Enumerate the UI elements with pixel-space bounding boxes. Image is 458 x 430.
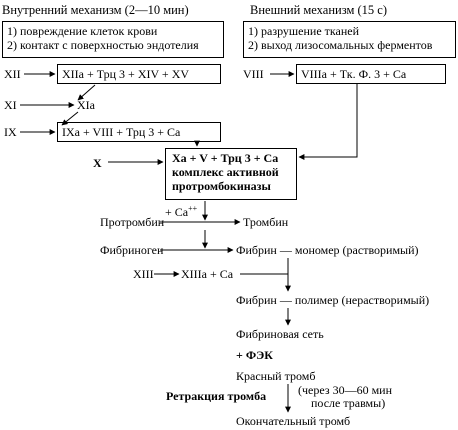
factor-ix: IX (4, 125, 17, 139)
calcium-ion: + Ca++ (165, 202, 197, 219)
factor-xia: XIa (77, 98, 95, 112)
thrombin: Тромбин (243, 215, 289, 229)
prothrombinase-label-1: комплекс активной (172, 165, 279, 179)
factor-viia-complex-box: VIIIa + Тк. Ф. 3 + Ca (296, 64, 446, 84)
factor-vii: VIII (243, 67, 264, 81)
intrinsic-title: Внутренний механизм (2—10 мин) (2, 3, 189, 17)
factor-xi: XI (4, 98, 17, 112)
factor-xiii: XIII (133, 267, 154, 281)
fibrin-net: Фибриновая сеть (236, 327, 324, 341)
factor-ixa-complex-box: IXa + VIII + Трц 3 + Ca (57, 122, 221, 142)
extrinsic-causes-box: 1) разрушение тканей 2) выход лизосомаль… (243, 21, 456, 58)
fibrin-monomer: Фибрин — мономер (растворимый) (236, 243, 419, 257)
factor-xiiia: XIIIa + Ca (181, 267, 234, 281)
calcium-label: + Ca (165, 205, 189, 219)
final-clot: Окончательный тромб (236, 414, 351, 428)
retraction-note-1: (через 30—60 мин (298, 383, 393, 397)
extrinsic-title: Внешний механизм (15 с) (250, 3, 387, 17)
prothrombinase-label-2: протромбокиназы (172, 179, 271, 193)
factor-xii: XII (4, 67, 21, 81)
factor-xiia-complex-box: XIIa + Трц 3 + XIV + XV (57, 64, 221, 84)
retraction-note-2: после травмы) (311, 396, 386, 410)
intrinsic-cause-1: 1) повреждение клеток крови (7, 24, 158, 38)
intrinsic-causes-box: 1) повреждение клеток крови 2) контакт с… (2, 21, 224, 58)
prothrombin: Протромбин (100, 215, 165, 229)
fibrin-polymer: Фибрин — полимер (нерастворимый) (236, 293, 430, 307)
arrow-viia-to-prothrombinase (298, 84, 358, 160)
red-clot: Красный тромб (236, 369, 316, 383)
prothrombinase-formula: Xa + V + Трц 3 + Ca (172, 151, 279, 165)
prothrombinase-box: Xa + V + Трц 3 + Ca комплекс активной пр… (165, 148, 297, 200)
extrinsic-cause-1: 1) разрушение тканей (248, 24, 360, 38)
calcium-charge: ++ (188, 204, 198, 213)
arrow-xiia-to-xia (77, 84, 96, 101)
intrinsic-cause-2: 2) контакт с поверхностью эндотелия (7, 38, 199, 52)
fek-label: + ФЭК (236, 348, 273, 362)
retraction-label: Ретракция тромба (166, 389, 267, 403)
fibrinogen: Фибриноген (100, 243, 164, 257)
factor-x: X (93, 156, 102, 170)
extrinsic-cause-2: 2) выход лизосомальных ферментов (248, 38, 433, 52)
arrow-xia-to-ixa (61, 111, 79, 126)
